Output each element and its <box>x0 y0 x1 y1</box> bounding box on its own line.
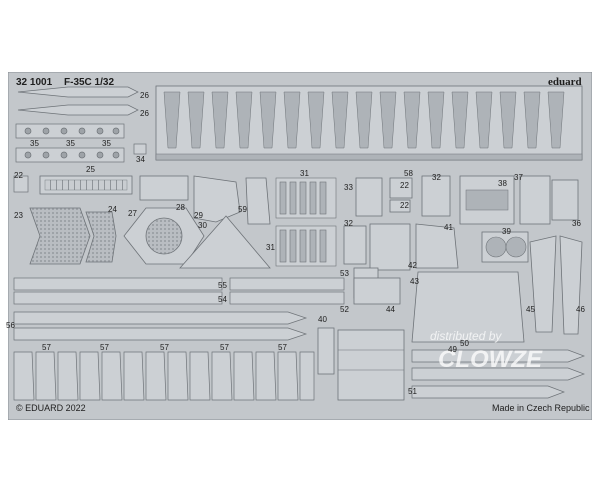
part-44 <box>353 277 401 305</box>
part-label: 56 <box>6 321 15 330</box>
part-label: 28 <box>176 203 185 212</box>
part-label: 42 <box>408 261 417 270</box>
part-label: 22 <box>400 181 409 190</box>
part-label: 38 <box>498 179 507 188</box>
copyright-text: © EDUARD 2022 <box>16 403 86 413</box>
part-label: 26 <box>140 109 149 118</box>
part-label: 57 <box>42 343 51 352</box>
brand-logo: eduard <box>548 76 582 88</box>
part-34 <box>133 143 147 155</box>
part-label: 49 <box>448 345 457 354</box>
part-30 <box>179 215 271 269</box>
part-label: 57 <box>278 343 287 352</box>
part-label: 52 <box>340 305 349 314</box>
part-serrated-panel <box>155 85 583 161</box>
part-label: 45 <box>526 305 535 314</box>
part-label: 36 <box>572 219 581 228</box>
part-22-a <box>13 175 29 193</box>
part-43 <box>411 271 525 343</box>
part-label: 57 <box>160 343 169 352</box>
part-40 <box>317 327 335 375</box>
part-28 <box>139 175 189 201</box>
part-label: 40 <box>318 315 327 324</box>
part-label: 30 <box>198 221 207 230</box>
part-label: 32 <box>344 219 353 228</box>
set-number: 32 1001 <box>16 77 53 88</box>
part-23-mesh <box>29 207 91 265</box>
part-42 <box>369 223 411 271</box>
part-label: 44 <box>386 305 395 314</box>
part-label: 24 <box>108 205 117 214</box>
part-label: 51 <box>408 387 417 396</box>
part-label: 41 <box>444 223 453 232</box>
part-29 <box>193 175 241 223</box>
part-label: 27 <box>128 209 137 218</box>
part-55-strip <box>13 277 223 305</box>
part-32-a <box>421 175 451 217</box>
watermark-line1: distributed by <box>430 329 502 343</box>
part-31-rows <box>275 177 337 267</box>
part-label: 59 <box>238 205 247 214</box>
part-label: 26 <box>140 91 149 100</box>
part-label: 50 <box>460 339 469 348</box>
origin-text: Made in Czech Republic <box>492 403 590 413</box>
part-label: 32 <box>432 173 441 182</box>
part-56-strip <box>13 311 308 341</box>
part-41 <box>415 223 459 269</box>
part-39 <box>481 231 529 263</box>
part-label: 33 <box>344 183 353 192</box>
part-label: 43 <box>410 277 419 286</box>
part-label: 31 <box>266 243 275 252</box>
part-label: 31 <box>300 169 309 178</box>
part-22-b <box>389 199 411 213</box>
part-label: 39 <box>502 227 511 236</box>
part-57-row <box>13 351 315 401</box>
part-49-50 <box>411 349 585 399</box>
part-37 <box>519 175 551 225</box>
part-label: 37 <box>514 173 523 182</box>
part-label: 35 <box>66 139 75 148</box>
part-25 <box>39 175 133 195</box>
part-46 <box>559 235 583 335</box>
part-36 <box>551 179 579 221</box>
part-label: 55 <box>218 281 227 290</box>
part-51 <box>337 329 405 401</box>
part-label: 25 <box>86 165 95 174</box>
part-58 <box>389 177 413 199</box>
part-33 <box>355 177 383 217</box>
part-38 <box>459 175 515 225</box>
part-label: 34 <box>136 155 145 164</box>
part-label: 23 <box>14 211 23 220</box>
part-label: 57 <box>220 343 229 352</box>
part-label: 22 <box>400 201 409 210</box>
part-label: 35 <box>30 139 39 148</box>
part-26-rails <box>17 86 139 116</box>
set-title: F-35C 1/32 <box>64 77 115 88</box>
part-label: 58 <box>404 169 413 178</box>
part-label: 46 <box>576 305 585 314</box>
part-45 <box>529 235 557 333</box>
part-35-hinges <box>15 123 125 163</box>
watermark-line2: CLOWZE <box>438 346 542 373</box>
part-label: 29 <box>194 211 203 220</box>
part-54-strip <box>229 277 345 305</box>
part-label: 57 <box>100 343 109 352</box>
part-24-mesh <box>85 211 117 263</box>
part-label: 35 <box>102 139 111 148</box>
part-label: 53 <box>340 269 349 278</box>
part-label: 22 <box>14 171 23 180</box>
photo-etch-fret <box>8 72 592 420</box>
part-59 <box>245 177 271 225</box>
part-label: 54 <box>218 295 227 304</box>
part-27 <box>123 207 205 265</box>
part-32-b <box>343 225 367 265</box>
